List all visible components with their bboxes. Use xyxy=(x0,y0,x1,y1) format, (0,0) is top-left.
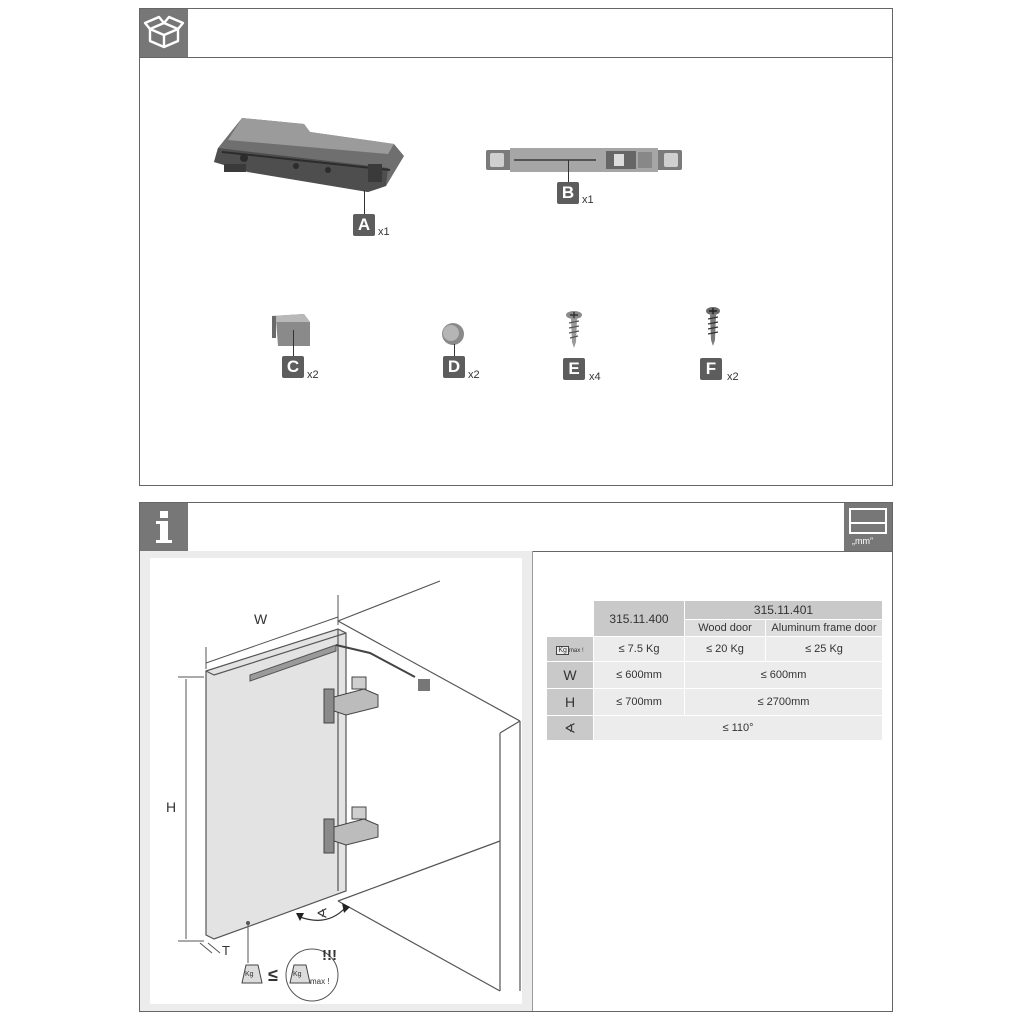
part-f-qty: x2 xyxy=(727,371,739,383)
weight-kg-label: Kg xyxy=(245,971,254,978)
width-label: W xyxy=(254,611,268,627)
height-label: H xyxy=(166,799,177,815)
height-row-label: H xyxy=(546,688,594,716)
spec-table: 315.11.400 315.11.401 Wood door Aluminum… xyxy=(546,600,883,741)
weight-model-a: ≤ 7.5 Kg xyxy=(593,636,685,662)
width-model-b: ≤ 600mm xyxy=(684,661,883,689)
part-c-badge: C xyxy=(282,356,304,378)
upper-hinge xyxy=(323,676,379,724)
width-row-label: W xyxy=(546,661,594,689)
leader-line-a xyxy=(364,190,365,214)
parts-panel-header xyxy=(140,9,892,58)
weight-aluminum: ≤ 25 Kg xyxy=(765,636,883,662)
cabinet-drawing xyxy=(178,580,521,1002)
weight-icon: Kg xyxy=(556,646,569,655)
angle-row-label: ∢ xyxy=(546,715,594,741)
aluminum-door-header: Aluminum frame door xyxy=(765,619,883,637)
angle-symbol: ∢ xyxy=(316,905,328,921)
spec-row-width: W ≤ 600mm ≤ 600mm xyxy=(546,661,883,689)
width-model-a: ≤ 600mm xyxy=(593,661,685,689)
height-model-b: ≤ 2700mm xyxy=(684,688,883,716)
weight-row-max-label: max ! xyxy=(568,648,584,654)
wood-door-header: Wood door xyxy=(684,619,766,637)
part-d-qty: x2 xyxy=(468,369,480,381)
cabinet-diagram: W H T ∢ Kg ≤ Kg max ! !!! xyxy=(140,551,532,1011)
lower-hinge xyxy=(323,806,379,854)
part-a-badge: A xyxy=(353,214,375,236)
unit-label: „mm” xyxy=(852,536,873,546)
leader-line-c xyxy=(293,330,294,356)
part-c-qty: x2 xyxy=(307,369,319,381)
parts-panel xyxy=(139,8,893,486)
part-e-screw xyxy=(564,310,584,350)
less-equal-symbol: ≤ xyxy=(268,965,278,985)
part-f-badge: F xyxy=(700,358,722,380)
part-a-mechanism xyxy=(208,112,408,202)
measurement-unit-icon: „mm” xyxy=(844,503,892,551)
part-b-badge: B xyxy=(557,182,579,204)
panel-divider xyxy=(532,551,533,1011)
weight-max-kg-label: Kg xyxy=(293,971,302,978)
spec-row-height: H ≤ 700mm ≤ 2700mm xyxy=(546,688,883,716)
part-b-qty: x1 xyxy=(582,194,594,206)
part-a-qty: x1 xyxy=(378,226,390,238)
model-a-header: 315.11.400 xyxy=(593,600,685,637)
part-d-badge: D xyxy=(443,356,465,378)
spec-header-row: 315.11.400 315.11.401 xyxy=(546,600,883,637)
weight-max-label: max ! xyxy=(310,977,330,986)
model-b-header: 315.11.401 xyxy=(684,600,883,620)
part-d-cap xyxy=(440,322,466,346)
part-c-cover xyxy=(270,312,316,348)
part-e-qty: x4 xyxy=(589,371,601,383)
part-e-badge: E xyxy=(563,358,585,380)
part-b-rail xyxy=(486,146,682,174)
part-f-screw xyxy=(703,306,723,348)
package-icon xyxy=(140,9,188,57)
info-icon xyxy=(140,503,188,551)
warning-mark: !!! xyxy=(322,947,337,964)
spec-row-angle: ∢ ≤ 110° xyxy=(546,715,883,741)
height-model-a: ≤ 700mm xyxy=(593,688,685,716)
leader-line-d xyxy=(454,344,455,356)
thickness-label: T xyxy=(222,943,230,958)
info-panel-header: „mm” xyxy=(140,503,892,552)
rail-on-door xyxy=(249,644,430,691)
leader-line-b xyxy=(568,160,569,182)
weight-wood: ≤ 20 Kg xyxy=(684,636,766,662)
spec-subheader-row: Wood door Aluminum frame door xyxy=(547,619,883,637)
angle-all-models: ≤ 110° xyxy=(593,715,883,741)
